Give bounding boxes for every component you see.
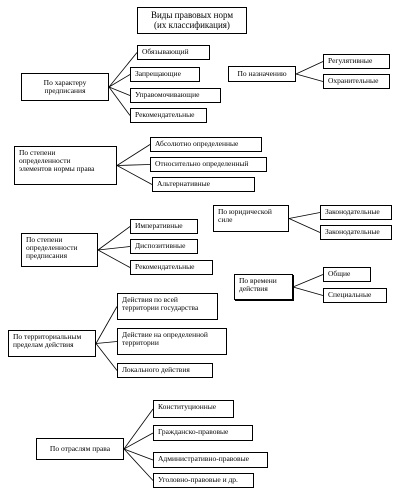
connector-legal-force-1 bbox=[288, 212, 321, 219]
connector-character-4 bbox=[108, 86, 131, 116]
item-certainty-prescription-1: Императивные bbox=[130, 219, 198, 234]
item-certainty-elements-3: Альтернативные bbox=[152, 177, 255, 192]
connector-time-2 bbox=[292, 286, 324, 296]
item-branches-2: Гражданско-правовые bbox=[153, 425, 253, 441]
connector-territory-1 bbox=[95, 306, 118, 344]
connector-certainty-prescription-3 bbox=[97, 249, 131, 268]
group-character: По характеру предписания bbox=[21, 73, 109, 101]
connector-branches-1 bbox=[123, 408, 154, 450]
group-legal-force: По юридической силе bbox=[213, 205, 289, 232]
item-purpose-1: Регулятивные bbox=[323, 54, 390, 69]
connector-branches-3 bbox=[123, 448, 154, 461]
item-territory-3: Локального действия bbox=[117, 363, 213, 378]
item-time-2: Специальные bbox=[323, 288, 387, 303]
item-certainty-prescription-2: Диспозитивные bbox=[130, 239, 198, 254]
item-legal-force-2: Законодательные bbox=[320, 225, 392, 240]
connector-legal-force-2 bbox=[288, 218, 321, 233]
group-purpose: По назначению bbox=[228, 66, 296, 82]
connector-certainty-elements-2 bbox=[116, 164, 151, 166]
item-legal-force-1: Законодательные bbox=[320, 205, 392, 220]
group-certainty-prescription: По степени определенности предписания bbox=[21, 233, 98, 267]
item-branches-3: Административно-правовые bbox=[153, 452, 268, 468]
connector-purpose-2 bbox=[295, 73, 324, 82]
connector-character-2 bbox=[108, 74, 131, 88]
connector-certainty-elements-3 bbox=[116, 165, 153, 185]
item-territory-2: Действие на определенной территории bbox=[117, 328, 227, 355]
group-territory: По территориальным пределам действия bbox=[8, 330, 96, 357]
item-branches-4: Уголовно-правовые и др. bbox=[153, 473, 254, 488]
connector-character-1 bbox=[108, 52, 138, 88]
item-certainty-prescription-3: Рекомендательные bbox=[130, 260, 213, 275]
item-purpose-2: Охранительные bbox=[323, 74, 390, 89]
connector-purpose-1 bbox=[295, 61, 324, 75]
connector-time-1 bbox=[292, 274, 324, 288]
item-certainty-elements-2: Относительно определенный bbox=[150, 157, 267, 172]
group-time: По времени действия bbox=[234, 274, 293, 300]
connector-certainty-elements-1 bbox=[116, 144, 151, 166]
item-character-1: Обязывающий bbox=[137, 45, 210, 60]
item-branches-1: Конституционные bbox=[153, 400, 234, 418]
connector-certainty-prescription-2 bbox=[97, 246, 131, 251]
group-certainty-elements: По степени определенности элементов норм… bbox=[14, 146, 117, 185]
item-character-4: Рекомендательные bbox=[130, 108, 207, 123]
group-branches: По отраслям права bbox=[36, 438, 124, 460]
item-time-1: Общие bbox=[323, 267, 371, 282]
item-territory-1: Действия по всей территории государства bbox=[117, 293, 218, 320]
connector-character-3 bbox=[108, 86, 131, 96]
item-character-2: Запрещающие bbox=[130, 67, 200, 82]
connector-branches-4 bbox=[123, 448, 154, 481]
item-certainty-elements-1: Абсолютно определенные bbox=[150, 137, 262, 152]
connector-branches-2 bbox=[123, 432, 154, 450]
item-character-3: Управомочивающие bbox=[130, 88, 221, 103]
connector-territory-3 bbox=[95, 343, 118, 371]
connector-territory-2 bbox=[95, 341, 118, 344]
connector-certainty-prescription-1 bbox=[97, 226, 131, 251]
diagram-title: Виды правовых норм (их классификация) bbox=[137, 7, 247, 34]
